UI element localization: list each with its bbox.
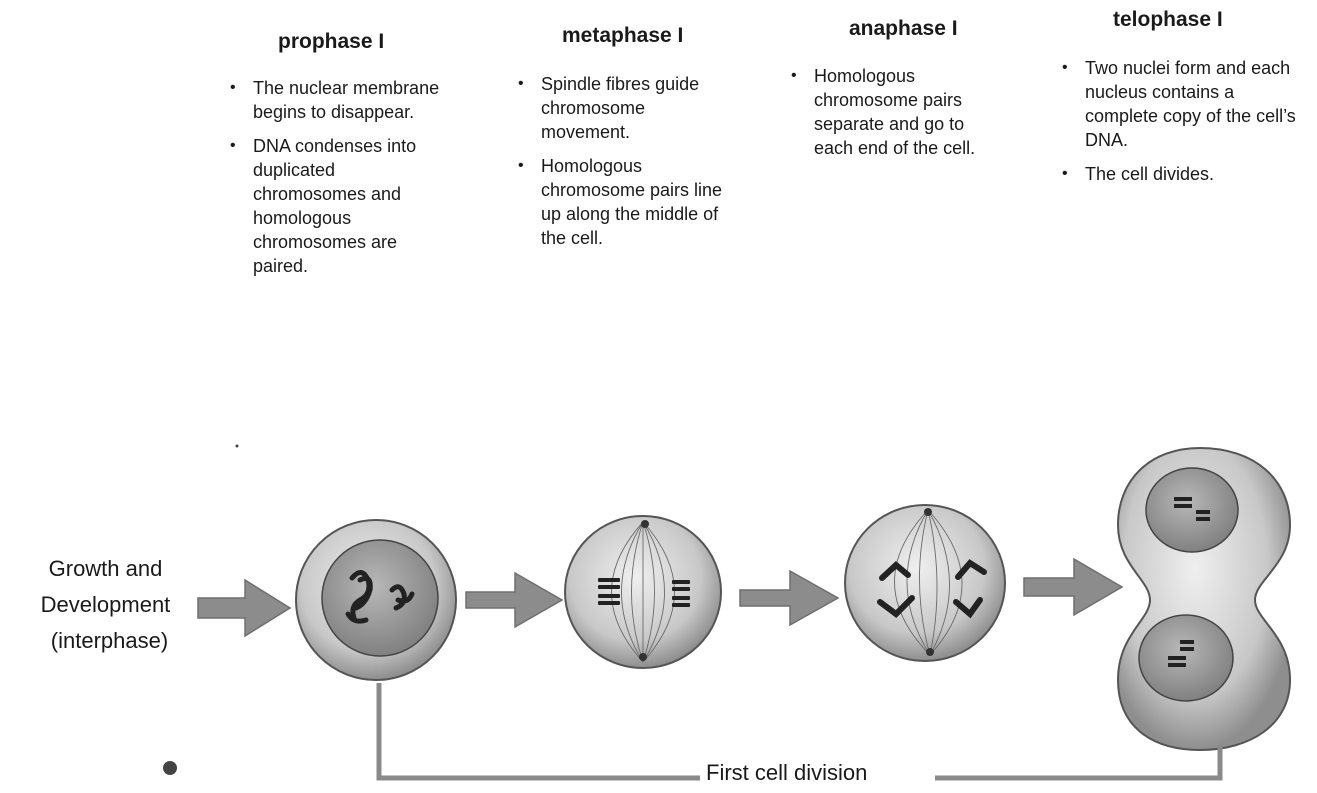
bullet-item: DNA condenses into duplicated chromosome… (226, 134, 453, 278)
telophase-nucleus-top (1146, 468, 1238, 552)
prophase-nucleus (322, 540, 438, 656)
phase-bullets: Two nuclei form and each nucleus contain… (1058, 56, 1313, 196)
phase-title: telophase I (1113, 8, 1223, 32)
arrow-prophase-to-metaphase (466, 573, 562, 627)
metaphase-centrosome-top (641, 520, 649, 528)
metaphase-centrosome-bottom (639, 653, 647, 661)
phase-bullets: Spindle fibres guide chromosome movement… (514, 72, 744, 260)
scan-speck (163, 761, 177, 775)
metaphase-cell (565, 516, 721, 668)
phase-title: prophase I (278, 30, 384, 54)
anaphase-centrosome-top (924, 508, 932, 516)
first-cell-division-label: First cell division (700, 760, 873, 786)
phase-bullets: Homologous chromosome pairs separate and… (787, 64, 1027, 170)
phase-title: metaphase I (562, 24, 683, 48)
bullet-item: The nuclear membrane begins to disappear… (226, 76, 486, 124)
phase-title: anaphase I (849, 17, 958, 41)
start-label-line2: Development (18, 589, 193, 621)
telophase-cell (1118, 448, 1290, 750)
bullet-item: Homologous chromosome pairs line up alon… (514, 154, 731, 250)
anaphase-cell (845, 505, 1005, 661)
bullet-item: Homologous chromosome pairs separate and… (787, 64, 1004, 160)
arrow-metaphase-to-anaphase (740, 571, 838, 625)
scan-speck (236, 445, 239, 448)
arrow-interphase-to-prophase (198, 580, 290, 636)
anaphase-centrosome-bottom (926, 648, 934, 656)
bullet-item: Spindle fibres guide chromosome movement… (514, 72, 731, 144)
bullet-item: The cell divides. (1058, 162, 1310, 186)
prophase-cell (296, 520, 456, 680)
start-label-line3: (interphase) (22, 625, 197, 657)
arrow-anaphase-to-telophase (1024, 559, 1122, 615)
start-label-line1: Growth and (18, 553, 193, 585)
bullet-item: Two nuclei form and each nucleus contain… (1058, 56, 1310, 152)
phase-bullets: The nuclear membrane begins to disappear… (226, 76, 486, 288)
